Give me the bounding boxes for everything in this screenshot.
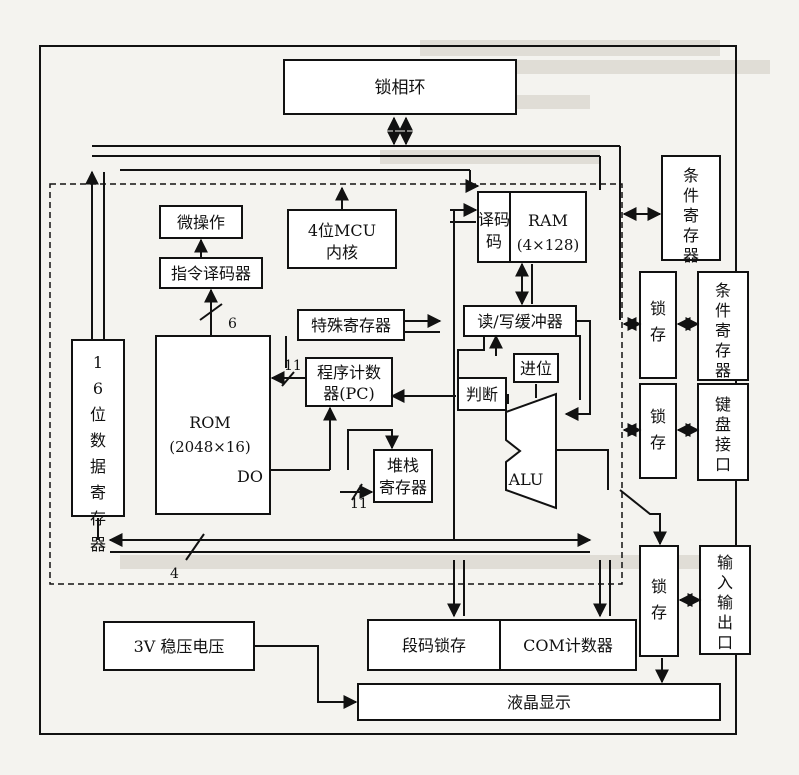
- pc-line2: 器(PC): [323, 384, 375, 403]
- stack-register-block: 堆栈 寄存器: [373, 449, 433, 503]
- segment-com-block: 段码锁存 COM计数器: [367, 619, 637, 671]
- pll-label: 锁相环: [375, 78, 426, 98]
- stack-line2: 寄存器: [379, 478, 427, 497]
- carry-block: 进位: [513, 353, 559, 383]
- rom-size-label: (2048×16): [169, 438, 251, 456]
- mcu-core-line2: 内核: [326, 243, 358, 262]
- lcd-label: 液晶显示: [507, 693, 571, 712]
- bus-width-11-pc: 11: [284, 358, 302, 374]
- com-counter-label: COM计数器: [523, 636, 613, 655]
- lcd-block: 液晶显示: [357, 683, 721, 721]
- stack-line1: 堆栈: [387, 456, 419, 475]
- condition-register-side-block: 条件寄存器: [697, 271, 749, 381]
- rw-buffer-block: 读/写缓冲器: [463, 305, 577, 337]
- keyboard-interface-block: 键盘接口: [697, 383, 749, 481]
- judge-block: 判断: [457, 377, 507, 411]
- mcu-core-line1: 4位MCU: [308, 221, 376, 240]
- bus-width-6: 6: [228, 316, 237, 332]
- latch-block-1: 锁存: [639, 271, 677, 379]
- ram-label: RAM: [528, 211, 568, 230]
- mcu-core-boundary: [49, 183, 623, 585]
- bus-width-11-stack: 11: [350, 496, 368, 512]
- carry-label: 进位: [520, 359, 552, 378]
- regulator-block: 3V 稳压电压: [103, 621, 255, 671]
- micro-op-label: 微操作: [177, 213, 225, 232]
- rom-block: ROM (2048×16) DO: [155, 335, 271, 515]
- judge-label: 判断: [466, 385, 498, 404]
- rw-buffer-label: 读/写缓冲器: [477, 312, 562, 331]
- mcu-core-block: 4位MCU 内核: [287, 209, 397, 269]
- keyboard-label: 键盘接口: [715, 395, 731, 474]
- program-counter-block: 程序计数 器(PC): [305, 357, 393, 407]
- bleed-through-text: [420, 40, 720, 56]
- decode-label-2: 码: [486, 232, 502, 251]
- io-port-label: 输入输出口: [717, 553, 733, 652]
- rom-label: ROM: [189, 413, 231, 432]
- latch-block-2: 锁存: [639, 383, 677, 479]
- micro-operation-block: 微操作: [159, 205, 243, 239]
- cond-reg-top-label: 条件寄存器: [683, 166, 699, 265]
- io-port-block: 输入输出口: [699, 545, 751, 655]
- connections: 6 11 11: [85, 116, 702, 709]
- special-reg-label: 特殊寄存器: [311, 316, 391, 335]
- seg-latch-label: 段码锁存: [402, 636, 466, 655]
- regulator-label: 3V 稳压电压: [134, 637, 225, 656]
- latch-block-3: 锁存: [639, 545, 679, 657]
- special-register-block: 特殊寄存器: [297, 309, 405, 341]
- pll-block: 锁相环: [283, 59, 517, 115]
- bleed-through-text: [470, 60, 770, 74]
- ram-block: 译码 码 RAM (4×128): [477, 191, 587, 263]
- alu-block: ALU: [505, 392, 557, 510]
- latch-2-label: 锁存: [650, 407, 666, 452]
- latch-1-label: 锁存: [650, 299, 666, 344]
- decode-label-1: 译码: [478, 210, 510, 229]
- instr-decoder-label: 指令译码器: [171, 264, 251, 283]
- condition-register-top-block: 条件寄存器: [661, 155, 721, 265]
- bleed-through-text: [120, 555, 720, 569]
- instruction-decoder-block: 指令译码器: [159, 257, 263, 289]
- latch-3-label: 锁存: [651, 577, 667, 622]
- pc-line1: 程序计数: [317, 363, 381, 382]
- alu-label: ALU: [508, 470, 544, 489]
- cond-reg-side-label: 条件寄存器: [715, 281, 731, 380]
- ram-size-label: (4×128): [517, 236, 579, 254]
- rom-do-label: DO: [237, 467, 263, 486]
- bus-width-4: 4: [170, 566, 179, 582]
